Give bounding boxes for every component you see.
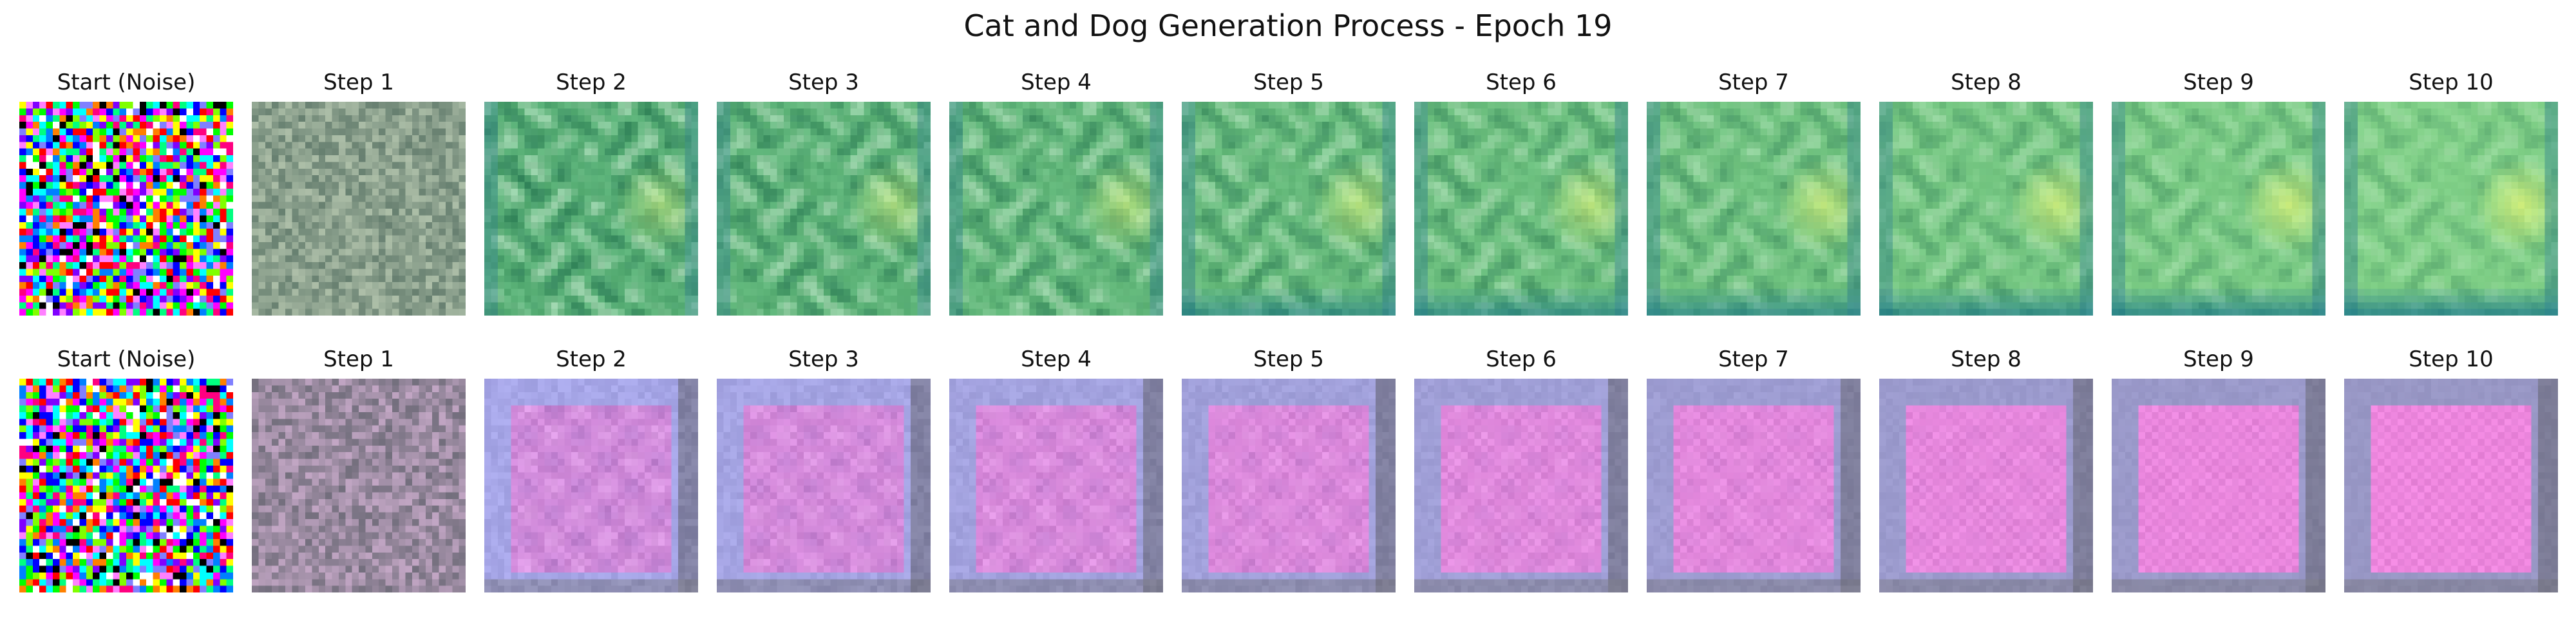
dog-label-step-3: Step 3 xyxy=(788,346,859,372)
cat-image-step-4 xyxy=(949,102,1163,316)
dog-cell-step-5: Step 5 xyxy=(1182,345,1396,621)
dog-label-start: Start (Noise) xyxy=(57,346,196,372)
dog-label-step-5: Step 5 xyxy=(1253,346,1324,372)
cat-cell-step-4: Step 4 xyxy=(949,68,1163,345)
dog-image-step-8 xyxy=(1879,379,2093,592)
cat-label-step-2: Step 2 xyxy=(556,70,627,95)
dog-image-step-7 xyxy=(1647,379,1861,592)
cat-image-step-3 xyxy=(717,102,931,316)
dog-cell-step-6: Step 6 xyxy=(1414,345,1628,621)
cat-image-start xyxy=(19,102,233,316)
cat-cell-step-8: Step 8 xyxy=(1879,68,2093,345)
dog-cell-step-9: Step 9 xyxy=(2112,345,2325,621)
dog-label-step-6: Step 6 xyxy=(1486,346,1557,372)
dog-cell-step-10: Step 10 xyxy=(2344,345,2558,621)
dog-label-step-2: Step 2 xyxy=(556,346,627,372)
cat-image-step-5 xyxy=(1182,102,1396,316)
cat-label-step-4: Step 4 xyxy=(1021,70,1092,95)
cat-label-step-10: Step 10 xyxy=(2409,70,2494,95)
dog-image-step-1 xyxy=(252,379,466,592)
cat-label-step-6: Step 6 xyxy=(1486,70,1557,95)
figure-title: Cat and Dog Generation Process - Epoch 1… xyxy=(963,8,1613,43)
cat-label-step-8: Step 8 xyxy=(1951,70,2022,95)
dog-label-step-8: Step 8 xyxy=(1951,346,2022,372)
dog-image-step-3 xyxy=(717,379,931,592)
cat-image-step-1 xyxy=(252,102,466,316)
dog-label-step-9: Step 9 xyxy=(2183,346,2254,372)
dog-cell-step-7: Step 7 xyxy=(1647,345,1861,621)
dog-generation-row: Start (Noise) Step 1 Step 2 Step 3 Step … xyxy=(0,345,2576,621)
cat-image-step-2 xyxy=(484,102,698,316)
cat-label-start: Start (Noise) xyxy=(57,70,196,95)
dog-label-step-10: Step 10 xyxy=(2409,346,2494,372)
cat-cell-step-5: Step 5 xyxy=(1182,68,1396,345)
dog-image-step-4 xyxy=(949,379,1163,592)
dog-label-step-4: Step 4 xyxy=(1021,346,1092,372)
cat-cell-step-3: Step 3 xyxy=(717,68,931,345)
cat-label-step-1: Step 1 xyxy=(323,70,394,95)
cat-cell-step-1: Step 1 xyxy=(252,68,466,345)
dog-image-step-2 xyxy=(484,379,698,592)
cat-image-step-10 xyxy=(2344,102,2558,316)
dog-label-step-7: Step 7 xyxy=(1718,346,1789,372)
cat-label-step-5: Step 5 xyxy=(1253,70,1324,95)
cat-image-step-9 xyxy=(2112,102,2325,316)
cat-generation-row: Start (Noise) Step 1 Step 2 Step 3 Step … xyxy=(0,68,2576,345)
dog-cell-step-2: Step 2 xyxy=(484,345,698,621)
cat-cell-step-2: Step 2 xyxy=(484,68,698,345)
dog-image-step-5 xyxy=(1182,379,1396,592)
cat-label-step-3: Step 3 xyxy=(788,70,859,95)
dog-image-step-10 xyxy=(2344,379,2558,592)
dog-cell-step-1: Step 1 xyxy=(252,345,466,621)
cat-image-step-8 xyxy=(1879,102,2093,316)
cat-cell-start: Start (Noise) xyxy=(19,68,233,345)
cat-cell-step-7: Step 7 xyxy=(1647,68,1861,345)
dog-label-step-1: Step 1 xyxy=(323,346,394,372)
dog-cell-step-8: Step 8 xyxy=(1879,345,2093,621)
dog-image-start xyxy=(19,379,233,592)
cat-label-step-7: Step 7 xyxy=(1718,70,1789,95)
dog-image-step-9 xyxy=(2112,379,2325,592)
dog-image-step-6 xyxy=(1414,379,1628,592)
dog-cell-step-3: Step 3 xyxy=(717,345,931,621)
dog-cell-step-4: Step 4 xyxy=(949,345,1163,621)
cat-image-step-7 xyxy=(1647,102,1861,316)
dog-cell-start: Start (Noise) xyxy=(19,345,233,621)
cat-cell-step-10: Step 10 xyxy=(2344,68,2558,345)
cat-label-step-9: Step 9 xyxy=(2183,70,2254,95)
cat-cell-step-6: Step 6 xyxy=(1414,68,1628,345)
cat-image-step-6 xyxy=(1414,102,1628,316)
cat-cell-step-9: Step 9 xyxy=(2112,68,2325,345)
